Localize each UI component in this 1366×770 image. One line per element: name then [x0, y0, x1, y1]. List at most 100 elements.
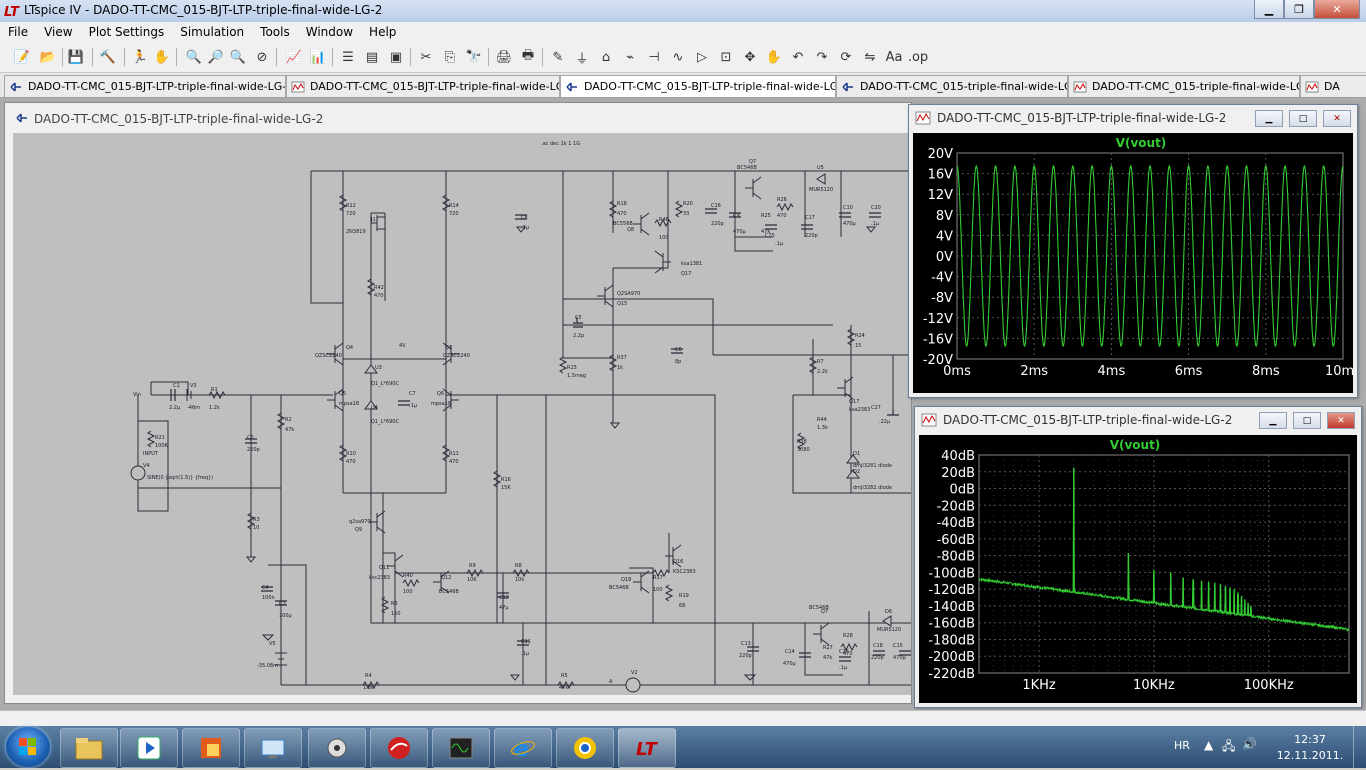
- cut-icon[interactable]: ✂: [420, 49, 432, 65]
- time-x-tick: 10ms: [1325, 364, 1353, 379]
- menu-help[interactable]: Help: [369, 25, 397, 39]
- drag-icon[interactable]: ✋: [765, 49, 783, 65]
- time-plot-maximize-button[interactable]: □: [1289, 110, 1317, 127]
- time-plot-minimize-button[interactable]: ▁: [1255, 110, 1283, 127]
- document-tab[interactable]: DADO-TT-CMC_015-BJT-LTP-triple-final-wid…: [4, 75, 286, 97]
- restore-button[interactable]: ❐: [1284, 0, 1314, 19]
- new-schematic-icon[interactable]: 📝: [13, 49, 31, 65]
- start-button[interactable]: [6, 727, 50, 767]
- fft-y-tick: 0dB: [950, 483, 975, 498]
- copy-icon[interactable]: ⎘: [444, 49, 456, 65]
- menu-file[interactable]: File: [8, 25, 29, 39]
- fft-plot-maximize-button[interactable]: □: [1293, 412, 1321, 429]
- show-desktop-button[interactable]: [1353, 726, 1366, 768]
- save-icon[interactable]: 💾: [67, 49, 85, 65]
- menu-simulation[interactable]: Simulation: [180, 25, 245, 39]
- antivirus-taskbar-icon[interactable]: [370, 728, 428, 768]
- pan-icon[interactable]: 🔎: [207, 49, 225, 65]
- text-icon[interactable]: Aa: [885, 49, 903, 65]
- fft-plot-close-button[interactable]: ✕: [1327, 412, 1355, 429]
- find-icon[interactable]: 🔭: [465, 49, 483, 65]
- zoom-out-icon[interactable]: 🔍: [229, 49, 247, 65]
- chrome-taskbar-icon[interactable]: [556, 728, 614, 768]
- capacitor-icon[interactable]: ⊣: [648, 49, 660, 65]
- svg-text:R6: R6: [391, 601, 398, 607]
- fft-y-tick: 20dB: [941, 466, 975, 481]
- fft-icon[interactable]: 📊: [309, 49, 327, 65]
- time-plot-close-button[interactable]: ✕: [1323, 110, 1351, 127]
- rotate-icon[interactable]: ⟳: [840, 49, 852, 65]
- document-tab[interactable]: DA: [1300, 75, 1366, 97]
- svg-text:A: A: [609, 679, 613, 685]
- document-tab[interactable]: DADO-TT-CMC_015-BJT-LTP-triple-final-wid…: [560, 75, 836, 97]
- volume-icon[interactable]: 🔊: [1242, 737, 1257, 751]
- label-net-icon[interactable]: ⌂: [601, 49, 611, 65]
- tile-horizontal-icon[interactable]: ☰: [342, 49, 354, 65]
- schematic-canvas[interactable]: .ac dec 1k 1 1G Vin INPUT V4 SINE(0 {sqr…: [13, 133, 911, 695]
- zoom-in-icon[interactable]: 🔍: [185, 49, 203, 65]
- svg-text:470: 470: [617, 211, 627, 217]
- menu-view[interactable]: View: [44, 25, 73, 39]
- redo-icon[interactable]: ↷: [816, 49, 828, 65]
- menu-bar: File View Plot Settings Simulation Tools…: [0, 22, 1366, 42]
- time-plot-window[interactable]: DADO-TT-CMC_015-BJT-LTP-triple-final-wid…: [908, 104, 1361, 398]
- run-icon[interactable]: 🏃: [131, 49, 149, 65]
- close-button[interactable]: ✕: [1314, 0, 1360, 19]
- schematic-drawing: .ac dec 1k 1 1G Vin INPUT V4 SINE(0 {sqr…: [130, 141, 911, 693]
- diode-icon[interactable]: ▷: [697, 49, 707, 65]
- control-panel-icon[interactable]: 🔨: [99, 49, 117, 65]
- clock-time[interactable]: 12:37: [1294, 733, 1326, 746]
- move-icon[interactable]: ✥: [744, 49, 756, 65]
- svg-text:R28: R28: [843, 633, 853, 639]
- menu-tools[interactable]: Tools: [260, 25, 290, 39]
- svg-text:C1: C1: [173, 383, 180, 389]
- print-setup-icon[interactable]: 🖨: [495, 49, 513, 65]
- media-player-taskbar-icon[interactable]: [120, 728, 178, 768]
- document-tab[interactable]: DADO-TT-CMC_015-BJT-LTP-triple-final-wid…: [286, 75, 560, 97]
- undo-icon[interactable]: ↶: [792, 49, 804, 65]
- wire-icon[interactable]: ✎: [552, 49, 564, 65]
- language-indicator[interactable]: HR: [1174, 739, 1190, 752]
- clock-date[interactable]: 12.11.2011.: [1276, 749, 1344, 762]
- mirror-icon[interactable]: ⇋: [864, 49, 876, 65]
- oscilloscope-taskbar-icon[interactable]: [432, 728, 490, 768]
- halt-icon[interactable]: ✋: [153, 49, 171, 65]
- autorange-icon[interactable]: 📈: [285, 49, 303, 65]
- audio-device-taskbar-icon[interactable]: [308, 728, 366, 768]
- plot-window-icon: [921, 413, 937, 427]
- fft-plot-window[interactable]: DADO-TT-CMC_015-BJT-LTP-triple-final-wid…: [914, 406, 1362, 708]
- remote-desktop-taskbar-icon[interactable]: [244, 728, 302, 768]
- svg-text:100n: 100n: [262, 595, 275, 601]
- component-icon[interactable]: ⊡: [720, 49, 732, 65]
- internet-explorer-taskbar-icon[interactable]: e: [494, 728, 552, 768]
- document-tab[interactable]: DADO-TT-CMC_015-triple-final-wide-LG-2: [1068, 75, 1300, 97]
- network-icon[interactable]: 🖧: [1222, 739, 1236, 753]
- document-tab[interactable]: DADO-TT-CMC_015-triple-final-wide-LG-2: [836, 75, 1068, 97]
- ltspice-taskbar-icon[interactable]: LT: [618, 728, 676, 768]
- office-taskbar-icon[interactable]: [182, 728, 240, 768]
- menu-window[interactable]: Window: [305, 25, 354, 39]
- spice-directive-icon[interactable]: .op: [907, 49, 929, 65]
- print-icon[interactable]: 🖶: [521, 48, 535, 63]
- resistor-icon[interactable]: ⌁: [626, 49, 634, 65]
- minimize-button[interactable]: ▁: [1254, 0, 1284, 19]
- open-icon[interactable]: 📂: [39, 49, 57, 65]
- svg-text:-46m: -46m: [187, 405, 200, 411]
- explorer-taskbar-icon[interactable]: [60, 728, 118, 768]
- svg-text:1.5meg: 1.5meg: [567, 373, 586, 379]
- ground-icon[interactable]: ⏚: [575, 51, 589, 67]
- spice-directive: .ac dec 1k 1 1G: [541, 141, 580, 147]
- show-hidden-icons-icon[interactable]: ▲: [1204, 738, 1214, 752]
- zoom-fit-icon[interactable]: ⊘: [256, 49, 268, 65]
- menu-plot-settings[interactable]: Plot Settings: [88, 25, 165, 39]
- svg-text:C20: C20: [871, 205, 881, 211]
- cascade-icon[interactable]: ▤: [365, 49, 379, 65]
- svg-text:220p: 220p: [739, 653, 752, 659]
- close-windows-icon[interactable]: ▣: [389, 49, 403, 65]
- inductor-icon[interactable]: ∿: [672, 49, 684, 65]
- svg-text:R11: R11: [449, 451, 459, 457]
- fft-plot-minimize-button[interactable]: ▁: [1259, 412, 1287, 429]
- schematic-window[interactable]: DADO-TT-CMC_015-BJT-LTP-triple-final-wid…: [4, 102, 912, 704]
